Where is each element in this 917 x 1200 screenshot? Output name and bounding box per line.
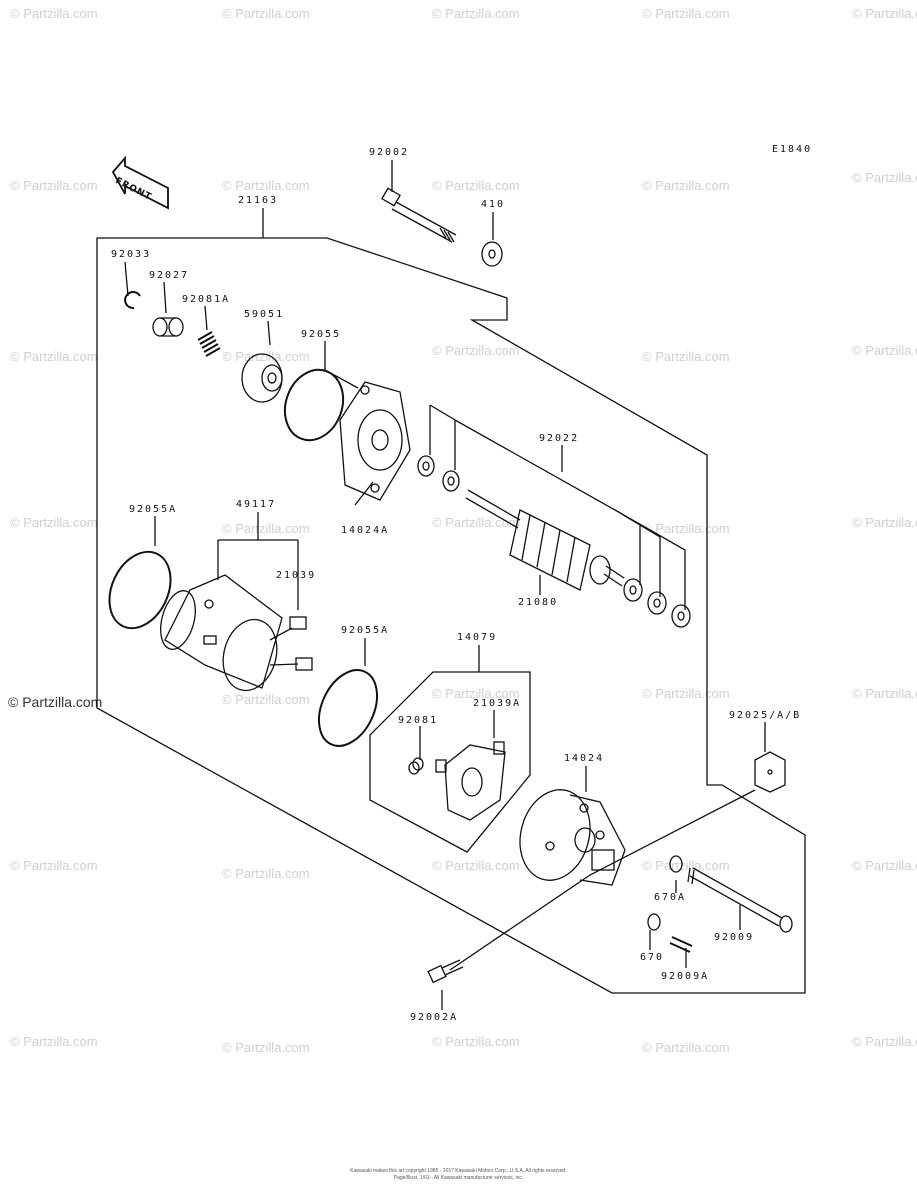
callout-21039: 21039 [276, 570, 317, 581]
watermark: © Partzilla.com [222, 692, 310, 707]
bolt-92002-icon [381, 187, 457, 243]
callout-92055: 92055 [301, 329, 342, 340]
copyright-line-2: Page/Illust. 1/01 - All Kawasaki manufac… [393, 1175, 524, 1181]
callout-59051: 59051 [244, 309, 285, 320]
yoke-49117-icon [160, 574, 313, 692]
callout-92027: 92027 [149, 270, 190, 281]
brush-holder-21039A-icon [435, 741, 506, 821]
watermark: © Partzilla.com [852, 858, 917, 873]
spring-92081-icon [408, 757, 424, 775]
watermark: © Partzilla.com [432, 343, 520, 358]
watermark: © Partzilla.com [222, 521, 310, 536]
watermark: © Partzilla.com [852, 1034, 917, 1049]
watermark: © Partzilla.com [222, 866, 310, 881]
spring-92081A-icon [197, 331, 221, 357]
callout-14079: 14079 [457, 632, 498, 643]
callout-670: 670 [640, 952, 665, 963]
watermark: © Partzilla.com [222, 1040, 310, 1055]
oring-92055-icon [283, 368, 345, 442]
washer-92022-icon [623, 578, 643, 602]
watermark: © Partzilla.com [432, 178, 520, 193]
group-box-14079 [369, 671, 531, 853]
circlip-92033-icon [124, 291, 141, 310]
cover-14024-icon [519, 789, 626, 886]
watermark: © Partzilla.com [432, 1034, 520, 1049]
callout-92009A: 92009A [661, 971, 710, 982]
washer-92022-icon [647, 591, 667, 615]
watermark: © Partzilla.com [852, 170, 917, 185]
oring-92055A-icon [317, 669, 379, 747]
callout-14024A: 14024A [341, 525, 390, 536]
callout-21080: 21080 [518, 597, 559, 608]
watermark: © Partzilla.com [10, 1034, 98, 1049]
washer-92022-icon [442, 470, 460, 492]
washer-92022-icon [417, 455, 435, 477]
watermark: © Partzilla.com [852, 343, 917, 358]
callout-92055A: 92055A [341, 625, 390, 636]
plate-92025-icon [754, 751, 786, 793]
bolt-92002A-icon [427, 959, 464, 984]
watermark: © Partzilla.com [222, 349, 310, 364]
callout-670A: 670A [654, 892, 687, 903]
watermark: © Partzilla.com [642, 1040, 730, 1055]
watermark: © Partzilla.com [10, 349, 98, 364]
oring-670-icon [647, 913, 661, 931]
watermark-main: © Partzilla.com [8, 694, 103, 710]
bushing-92027-icon [152, 317, 184, 337]
diagram-code: E1840 [772, 144, 813, 155]
watermark: © Partzilla.com [642, 178, 730, 193]
gear-59051-icon [241, 353, 283, 403]
callout-92025: 92025/A/B [729, 710, 802, 721]
callout-92055A: 92055A [129, 504, 178, 515]
watermark: © Partzilla.com [10, 515, 98, 530]
watermark: © Partzilla.com [852, 686, 917, 701]
watermark: © Partzilla.com [852, 515, 917, 530]
watermark: © Partzilla.com [222, 6, 310, 21]
watermark: © Partzilla.com [852, 6, 917, 21]
copyright-line-1: Kawasaki makes this art copyright 1985 -… [350, 1168, 567, 1174]
watermark: © Partzilla.com [432, 6, 520, 21]
watermark: © Partzilla.com [642, 686, 730, 701]
front-arrow-icon [111, 155, 169, 210]
watermark: © Partzilla.com [642, 521, 730, 536]
callout-92002A: 92002A [410, 1012, 459, 1023]
bolt-92009-icon [687, 867, 793, 933]
watermark: © Partzilla.com [222, 178, 310, 193]
watermark: © Partzilla.com [10, 6, 98, 21]
watermark: © Partzilla.com [432, 515, 520, 530]
callout-21163: 21163 [238, 195, 279, 206]
watermark: © Partzilla.com [10, 858, 98, 873]
watermark: © Partzilla.com [642, 349, 730, 364]
callout-49117: 49117 [236, 499, 277, 510]
callout-92022: 92022 [539, 433, 580, 444]
cover-14024A-icon [339, 381, 411, 501]
watermark: © Partzilla.com [10, 178, 98, 193]
washer-410-icon [481, 241, 503, 267]
armature-21080-icon [465, 489, 625, 591]
screw-92009A-icon [669, 936, 693, 953]
callout-92081: 92081 [398, 715, 439, 726]
callout-92033: 92033 [111, 249, 152, 260]
watermark: © Partzilla.com [642, 858, 730, 873]
watermark: © Partzilla.com [432, 858, 520, 873]
watermark: © Partzilla.com [432, 686, 520, 701]
callout-410: 410 [481, 199, 506, 210]
oring-92055A-icon [108, 550, 172, 630]
oring-670A-icon [669, 855, 683, 873]
callout-92081A: 92081A [182, 294, 231, 305]
watermark: © Partzilla.com [642, 6, 730, 21]
callout-21039A: 21039A [473, 698, 522, 709]
washer-92022-icon [671, 604, 691, 628]
assembly-outline [96, 237, 806, 994]
callout-92009: 92009 [714, 932, 755, 943]
callout-14024: 14024 [564, 753, 605, 764]
callout-92002: 92002 [369, 147, 410, 158]
